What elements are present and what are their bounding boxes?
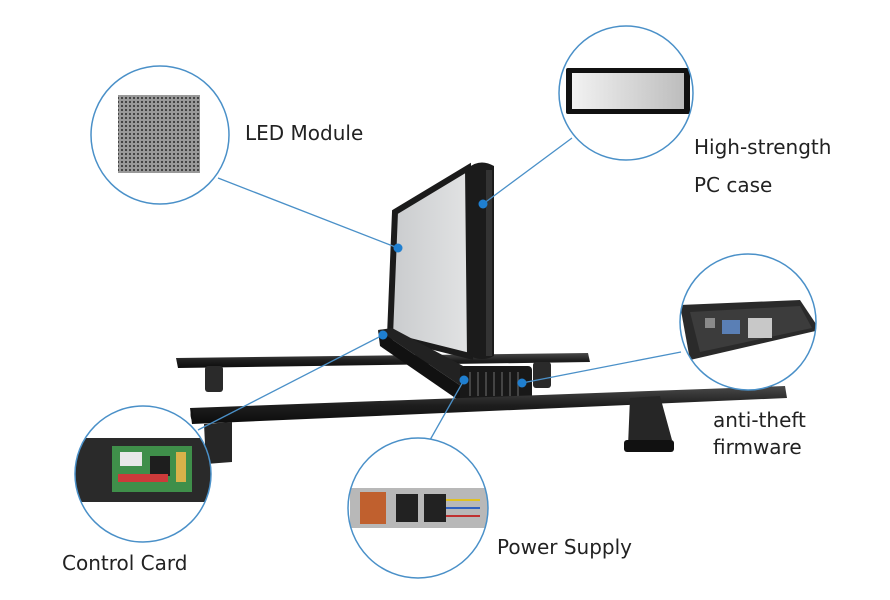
anchor-dot-anti-theft — [517, 378, 527, 388]
pc-case-thumbnail — [572, 73, 684, 109]
label-pc-case: High-strength PC case — [694, 128, 831, 204]
anchor-dot-led-module — [393, 243, 403, 253]
label-led-module-text: LED Module — [245, 121, 364, 145]
label-anti-theft-line2: firmware — [713, 435, 802, 459]
label-power-supply-text: Power Supply — [497, 535, 632, 559]
anchor-dots — [378, 199, 527, 388]
label-pc-case-line1: High-strength — [694, 135, 832, 159]
display-panel — [386, 162, 494, 360]
anti-theft-thumbnail — [722, 320, 740, 334]
callout-power-supply — [347, 437, 489, 579]
label-anti-theft-line1: anti-theft — [713, 408, 806, 432]
callout-control-card — [74, 405, 212, 543]
front-roof-bar — [190, 386, 787, 464]
label-led-module: LED Module — [245, 121, 363, 146]
label-control-card-text: Control Card — [62, 551, 188, 575]
anchor-dot-control-card — [378, 330, 388, 340]
callout-anti-theft — [679, 253, 817, 391]
label-pc-case-line2: PC case — [694, 173, 773, 197]
led-display-product — [176, 162, 787, 464]
callout-led-module — [90, 65, 230, 205]
anchor-dot-power-supply — [459, 375, 469, 385]
label-power-supply: Power Supply — [497, 535, 632, 560]
anchor-dot-pc-case — [478, 199, 488, 209]
label-anti-theft: anti-theft firmware — [713, 407, 806, 461]
leader-lines — [197, 137, 682, 441]
led-module-thumbnail — [118, 95, 200, 173]
power-supply-thumbnail — [360, 492, 386, 524]
callout-pc-case — [558, 25, 694, 161]
label-control-card: Control Card — [62, 551, 187, 576]
base-housing — [378, 328, 532, 404]
